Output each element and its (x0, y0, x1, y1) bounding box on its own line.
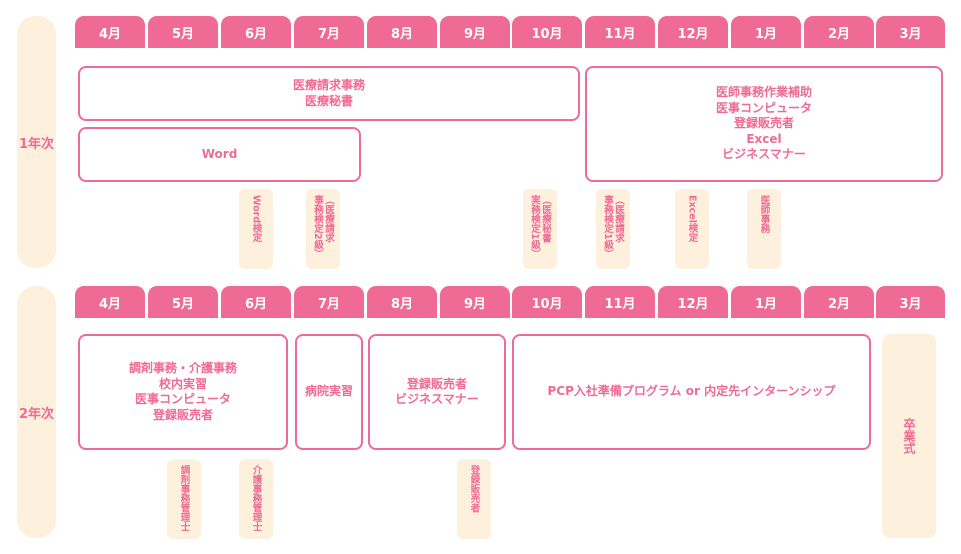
y2-month-4: 4月 (75, 286, 145, 318)
year2-label: 2年次 (18, 406, 55, 422)
year2-bar: 2年次 (17, 286, 56, 538)
box-line: 登録販売者 (406, 376, 467, 391)
y1-month-2: 2月 (804, 16, 874, 48)
box-line: Excel (746, 131, 782, 146)
y1-exam-excel: Excel検定 (675, 189, 709, 269)
box-line: 医事コンピュータ (134, 392, 231, 406)
box-line: 校内実習 (158, 376, 207, 391)
y1-box-clerical-assist: 医師事務作業補助 医事コンピュータ 登録販売者 Excel ビジネスマナー (585, 66, 943, 182)
y2-month-1: 1月 (731, 286, 801, 318)
box-line: 医事コンピュータ (715, 100, 812, 115)
box-line: Word (201, 146, 238, 161)
box-line: 登録販売者 (733, 116, 794, 131)
box-line: 医療秘書 (304, 93, 353, 108)
box-line: ビジネスマナー (395, 392, 479, 406)
y2-exam-dispensing: 調剤事務管理士 (167, 459, 201, 539)
exam-label: （医療請求 事務検定2級） (312, 195, 334, 259)
exam-label: 介護事務管理士 (250, 465, 262, 532)
exam-label: 医師事務 (758, 195, 770, 233)
y2-exam-registered-seller: 登録販売者 (457, 459, 491, 539)
y1-exam-doctor-clerk: 医師事務 (747, 189, 781, 269)
graduation-ceremony: 卒業式 (882, 334, 936, 538)
y1-month-12: 12月 (658, 16, 728, 48)
y2-box-dispensing-care: 調剤事務・介護事務 校内実習 医事コンピュータ 登録販売者 (78, 334, 288, 450)
y1-box-medical-billing: 医療請求事務 医療秘書 (78, 66, 580, 121)
exam-label: Excel検定 (686, 195, 698, 242)
y1-month-3: 3月 (876, 16, 945, 48)
y1-month-6: 6月 (221, 16, 291, 48)
box-line: PCP入社準備プログラム or 内定先インターンシップ (547, 384, 836, 399)
y1-month-5: 5月 (148, 16, 218, 48)
y1-exam-word: Word検定 (239, 189, 273, 269)
y2-month-2: 2月 (804, 286, 874, 318)
year1-bar: 1年次 (17, 16, 56, 268)
year1-label: 1年次 (18, 136, 55, 152)
y1-month-1: 1月 (731, 16, 801, 48)
box-line: 登録販売者 (152, 407, 213, 422)
exam-label: Word検定 (250, 195, 262, 243)
box-line: 調剤事務・介護事務 (128, 361, 237, 375)
y2-month-5: 5月 (148, 286, 218, 318)
y2-month-6: 6月 (221, 286, 291, 318)
exam-label: 登録販売者 (468, 465, 480, 513)
exam-label: 調剤事務管理士 (178, 465, 190, 532)
y2-month-9: 9月 (440, 286, 510, 318)
y1-month-10: 10月 (512, 16, 582, 48)
y1-exam-billing-1: （医療請求 事務検定1級） (596, 189, 630, 269)
y1-month-11: 11月 (585, 16, 655, 48)
y2-box-pcp-internship: PCP入社準備プログラム or 内定先インターンシップ (512, 334, 871, 450)
y2-exam-care: 介護事務管理士 (239, 459, 273, 539)
y2-box-registered-seller: 登録販売者 ビジネスマナー (368, 334, 506, 450)
y1-month-9: 9月 (440, 16, 510, 48)
y1-box-word: Word (78, 127, 361, 182)
exam-label: （医療秘書 実務検定1級） (529, 195, 551, 259)
box-line: 医師事務作業補助 (715, 85, 812, 100)
y2-month-12: 12月 (658, 286, 728, 318)
y1-month-8: 8月 (367, 16, 437, 48)
y1-exam-billing-2: （医療請求 事務検定2級） (306, 189, 340, 269)
y2-month-8: 8月 (367, 286, 437, 318)
y2-month-10: 10月 (512, 286, 582, 318)
y2-box-hospital-practice: 病院実習 (295, 334, 363, 450)
box-line: 医療請求事務 (292, 78, 365, 92)
y2-month-3: 3月 (876, 286, 945, 318)
exam-label: （医療請求 事務検定1級） (602, 195, 624, 259)
y1-month-7: 7月 (294, 16, 364, 48)
box-line: 病院実習 (304, 384, 353, 399)
y2-month-7: 7月 (294, 286, 364, 318)
y2-month-11: 11月 (585, 286, 655, 318)
y1-exam-secretary-1: （医療秘書 実務検定1級） (523, 189, 557, 269)
y1-month-4: 4月 (75, 16, 145, 48)
box-line: ビジネスマナー (722, 147, 806, 162)
graduation-label: 卒業式 (902, 418, 916, 454)
